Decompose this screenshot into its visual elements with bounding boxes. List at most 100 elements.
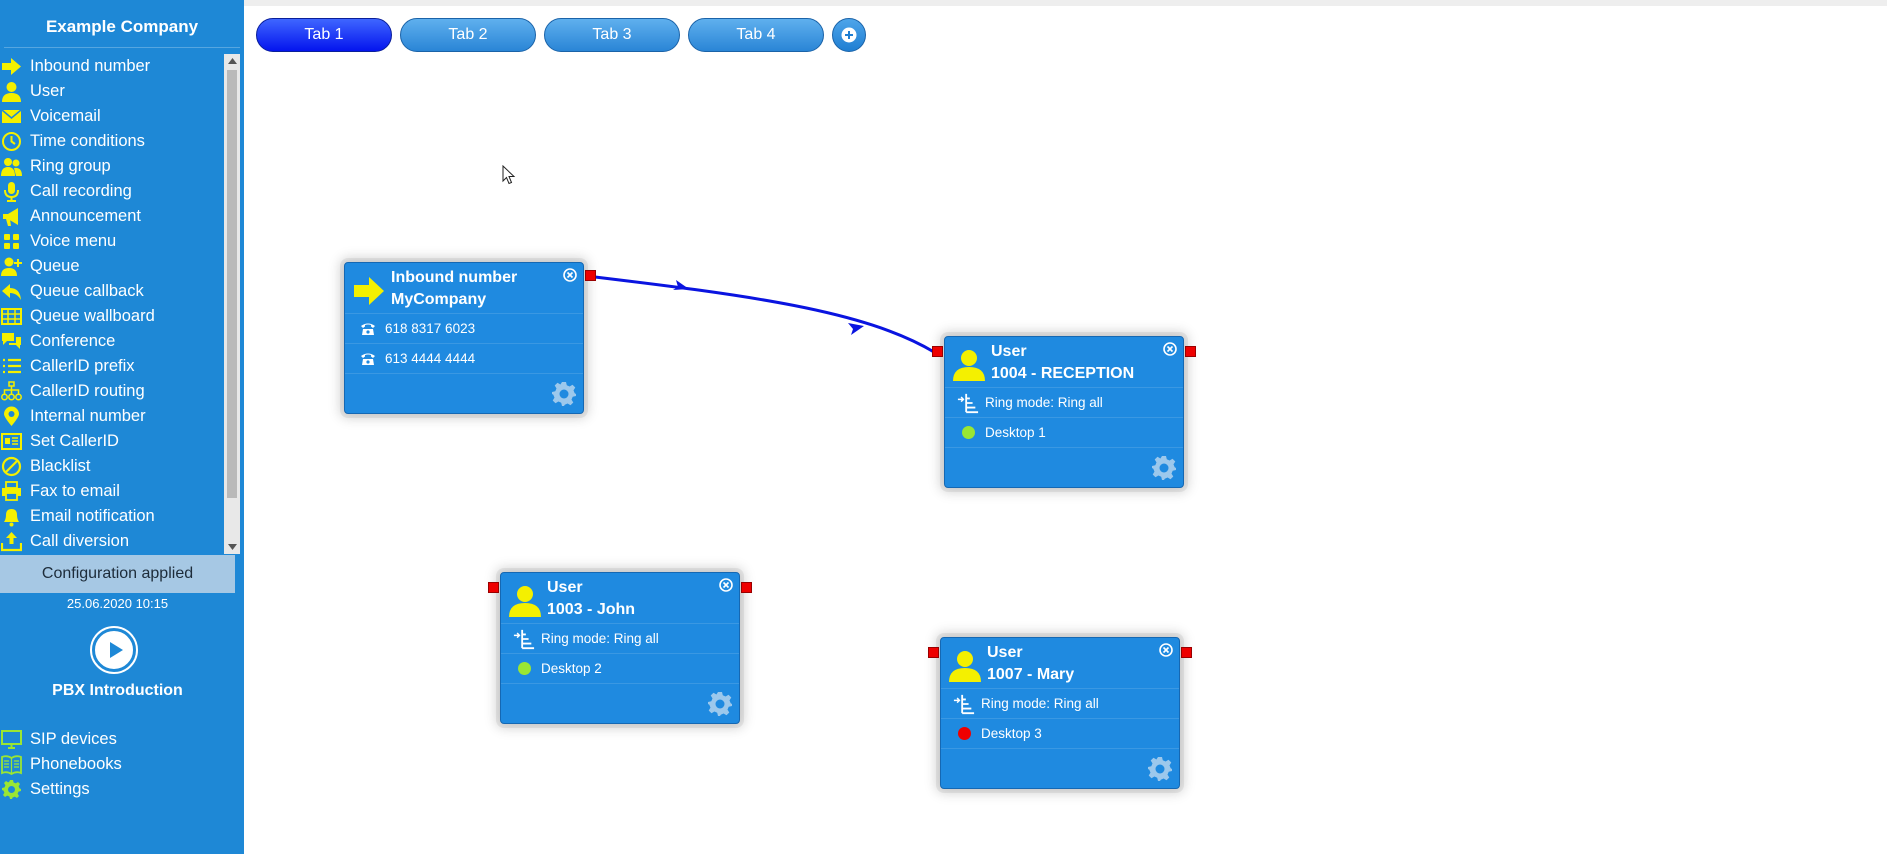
id-card-icon (0, 431, 22, 453)
palette-scrollbar[interactable] (224, 54, 240, 554)
phone-icon (361, 323, 375, 335)
node-footer (345, 373, 583, 413)
close-icon[interactable] (1163, 342, 1177, 356)
device-row: Desktop 3 (941, 718, 1179, 748)
palette-item-user[interactable]: User (0, 79, 224, 104)
intro-play-button[interactable] (90, 626, 138, 674)
add-tab-button[interactable] (832, 18, 866, 52)
ring-mode-row: Ring mode: Ring all (945, 387, 1183, 417)
scroll-thumb[interactable] (227, 70, 237, 498)
arrow-right-icon (354, 277, 384, 305)
palette-item-label: Internal number (30, 407, 146, 425)
gear-icon (0, 779, 22, 801)
menu-item-settings[interactable]: Settings (0, 777, 235, 802)
palette-item-voicemail[interactable]: Voicemail (0, 104, 224, 129)
tab-4[interactable]: Tab 4 (688, 18, 824, 52)
flow-canvas[interactable]: Inbound number MyCompany 618 8317 6023 6… (244, 60, 1887, 854)
table-icon (0, 306, 22, 328)
phone-number: 613 4444 4444 (385, 351, 476, 366)
phone-icon (361, 353, 375, 365)
palette-item-inbound-number[interactable]: Inbound number (0, 54, 224, 79)
link-arrow-1 (673, 280, 689, 290)
menu-item-sip-devices[interactable]: SIP devices (0, 727, 235, 752)
play-icon (110, 642, 123, 658)
config-status[interactable]: Configuration applied (0, 555, 235, 593)
gear-icon[interactable] (707, 691, 733, 717)
book-icon (0, 754, 22, 776)
palette-item-fax-to-email[interactable]: Fax to email (0, 479, 224, 504)
palette-item-internal-number[interactable]: Internal number (0, 404, 224, 429)
output-port[interactable] (1185, 346, 1196, 357)
palette-item-announcement[interactable]: Announcement (0, 204, 224, 229)
company-name: Example Company (4, 0, 240, 48)
palette-item-label: Voice menu (30, 232, 117, 250)
tab-3[interactable]: Tab 3 (544, 18, 680, 52)
palette-item-queue[interactable]: Queue (0, 254, 224, 279)
device-name: Desktop 3 (981, 726, 1042, 741)
node-inbound-number[interactable]: Inbound number MyCompany 618 8317 6023 6… (344, 262, 596, 414)
palette-item-label: Call diversion (30, 532, 130, 550)
palette-item-voice-menu[interactable]: Voice menu (0, 229, 224, 254)
palette-item-callerid-routing[interactable]: CallerID routing (0, 379, 224, 404)
node-header: User 1004 - RECEPTION (945, 337, 1183, 387)
node-title: User (991, 343, 1027, 360)
ban-icon (0, 456, 22, 478)
device-name: Desktop 2 (541, 661, 602, 676)
close-icon[interactable] (1159, 643, 1173, 657)
palette-item-queue-wallboard[interactable]: Queue wallboard (0, 304, 224, 329)
palette-item-queue-callback[interactable]: Queue callback (0, 279, 224, 304)
user-plus-icon (0, 256, 22, 278)
tab-1[interactable]: Tab 1 (256, 18, 392, 52)
input-port[interactable] (928, 647, 939, 658)
mouse-cursor-icon (502, 165, 516, 185)
palette-item-label: Blacklist (30, 457, 91, 475)
gear-icon[interactable] (1147, 756, 1173, 782)
output-port[interactable] (1181, 647, 1192, 658)
close-icon[interactable] (719, 578, 733, 592)
palette-item-ring-group[interactable]: Ring group (0, 154, 224, 179)
palette-item-label: Voicemail (30, 107, 101, 125)
palette-item-label: CallerID prefix (30, 357, 135, 375)
palette-item-label: Ring group (30, 157, 111, 175)
menu-item-phonebooks[interactable]: Phonebooks (0, 752, 235, 777)
palette-item-call-diversion[interactable]: Call diversion (0, 529, 224, 554)
device-status-dot-online (517, 662, 531, 675)
palette-item-set-callerid[interactable]: Set CallerID (0, 429, 224, 454)
user-icon (509, 586, 541, 617)
node-footer (941, 748, 1179, 788)
palette-item-blacklist[interactable]: Blacklist (0, 454, 224, 479)
input-port[interactable] (488, 582, 499, 593)
pin-icon (0, 406, 22, 428)
users-icon (0, 156, 22, 178)
config-status-time: 25.06.2020 10:15 (66, 596, 169, 611)
node-user-mary[interactable]: User 1007 - Mary Ring mode: Ring all Des… (928, 637, 1192, 789)
palette-item-conference[interactable]: Conference (0, 329, 224, 354)
pbx-introduction-label[interactable]: PBX Introduction (52, 682, 183, 699)
palette-item-call-recording[interactable]: Call recording (0, 179, 224, 204)
node-user-reception[interactable]: User 1004 - RECEPTION Ring mode: Ring al… (932, 336, 1196, 488)
user-icon (0, 81, 22, 103)
tab-2[interactable]: Tab 2 (400, 18, 536, 52)
palette-item-label: Queue wallboard (30, 307, 155, 325)
output-port[interactable] (585, 270, 596, 281)
gear-icon[interactable] (1151, 455, 1177, 481)
node-user-john[interactable]: User 1003 - John Ring mode: Ring all Des… (488, 572, 752, 724)
node-subtitle: MyCompany (391, 291, 487, 308)
ring-mode-row: Ring mode: Ring all (941, 688, 1179, 718)
scroll-down-arrow[interactable] (224, 540, 240, 554)
palette-item-label: Queue (30, 257, 80, 275)
scroll-up-arrow[interactable] (224, 54, 240, 68)
palette-item-callerid-prefix[interactable]: CallerID prefix (0, 354, 224, 379)
gear-icon[interactable] (551, 381, 577, 407)
output-port[interactable] (741, 582, 752, 593)
ring-mode-icon (957, 393, 979, 413)
sitemap-icon (0, 381, 22, 403)
palette-item-email-notification[interactable]: Email notification (0, 504, 224, 529)
user-icon (949, 651, 981, 682)
palette-item-time-conditions[interactable]: Time conditions (0, 129, 224, 154)
ring-mode-label: Ring mode: Ring all (985, 395, 1103, 410)
input-port[interactable] (932, 346, 943, 357)
close-icon[interactable] (563, 268, 577, 282)
